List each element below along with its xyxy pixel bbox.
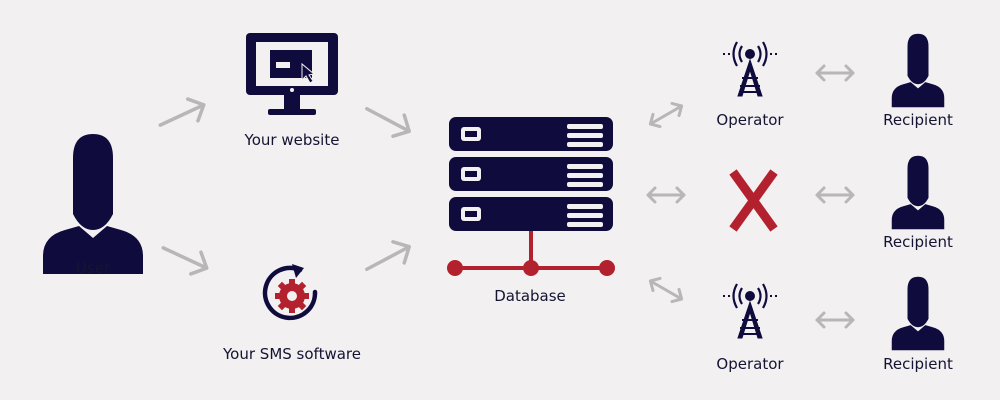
- gear-refresh-icon: [262, 264, 318, 321]
- recipient-label-top: Recipient: [883, 111, 953, 129]
- radio-tower-icon: [718, 282, 782, 340]
- recipient-label-bottom: Recipient: [883, 355, 953, 373]
- arrow-sms-software-to-database: [359, 234, 417, 282]
- database-label: Database: [494, 287, 566, 305]
- arrow-website-to-database: [359, 96, 417, 144]
- sms-software-label: Your SMS software: [223, 345, 361, 363]
- arrow-operator-recipient-middle: [815, 186, 855, 204]
- server-database-icon: [447, 117, 615, 276]
- user-icon: [891, 276, 945, 351]
- operator-label-top: Operator: [716, 111, 784, 129]
- monitor-icon: [246, 33, 338, 115]
- arrow-database-operator-top: [645, 98, 687, 132]
- arrow-user-to-sms-software: [156, 235, 214, 281]
- arrow-operator-recipient-top: [815, 64, 855, 82]
- user-label: User: [75, 259, 111, 277]
- website-label: Your website: [244, 131, 340, 149]
- user-icon: [891, 155, 945, 230]
- arrow-user-to-website: [153, 92, 211, 138]
- arrow-operator-recipient-bottom: [815, 311, 855, 329]
- user-icon: [43, 134, 143, 274]
- arrow-database-operator-bottom: [645, 273, 687, 307]
- radio-tower-icon: [718, 40, 782, 98]
- recipient-label-middle: Recipient: [883, 233, 953, 251]
- arrow-database-operator-middle: [646, 186, 686, 204]
- operator-label-bottom: Operator: [716, 355, 784, 373]
- cross-icon: [729, 169, 778, 232]
- user-icon: [891, 33, 945, 108]
